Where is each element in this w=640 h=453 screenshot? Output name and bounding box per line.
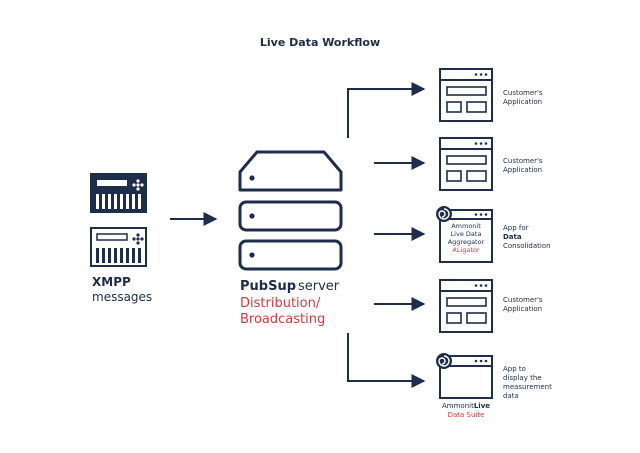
target-3-label: App for Data Consolidation (503, 224, 551, 251)
aligator-line2: Live Data (450, 230, 482, 238)
app-window-icon-1 (439, 68, 493, 122)
live-suite-name: Data Suite (447, 411, 485, 419)
aligator-brand: Ammonit (451, 222, 481, 230)
live-suite-brand: Ammonit (441, 402, 474, 410)
target-2-line2: Application (503, 166, 543, 174)
aligator-inner-text: Ammonit Live Data Aggregator ALigator (441, 222, 491, 254)
app-window-icon-2 (439, 137, 493, 191)
target-1-label: Customer's Application (503, 89, 543, 107)
target-4-label: Customer's Application (503, 296, 543, 314)
ammonit-logo-icon (436, 206, 452, 222)
target-5-line2: display the (503, 374, 542, 382)
server-name-bold: PubSup (240, 279, 297, 294)
xmpp-dark-device-icon (90, 173, 147, 213)
server-led-icons (249, 175, 255, 258)
xmpp-light-device-icon (90, 227, 147, 267)
aligator-name: ALigator (452, 246, 480, 254)
target-5-label: App to display the measurement data (503, 365, 552, 401)
server-role-line1: Distribution/ (240, 296, 321, 311)
target-1-line1: Customer's (503, 89, 543, 97)
target-2-label: Customer's Application (503, 157, 543, 175)
target-5-line3: measurement (503, 383, 552, 391)
live-data-suite-window-icon (439, 355, 493, 399)
aligator-line3: Aggregator (447, 238, 485, 246)
target-5-line4: data (503, 392, 519, 400)
target-5-line1: App to (503, 365, 526, 373)
app-window-icon-4 (439, 279, 493, 333)
server-role-line2: Broadcasting (240, 312, 326, 327)
server-name-rest: server (298, 279, 340, 294)
target-4-line2: Application (503, 305, 543, 313)
arrow-to-target-1 (347, 82, 426, 138)
ammonit-logo-icon-2 (436, 353, 452, 369)
target-3-line2: Data (503, 233, 522, 241)
diagram-title: Live Data Workflow (259, 36, 381, 49)
target-4-line1: Customer's (503, 296, 543, 304)
xmpp-label: XMPP (92, 275, 131, 289)
target-3-line1: App for (503, 224, 529, 232)
messages-label: messages (92, 290, 153, 304)
arrow-to-target-5 (347, 333, 426, 388)
server-stack-icon (238, 150, 343, 271)
target-1-line2: Application (503, 98, 543, 106)
target-2-line1: Customer's (503, 157, 543, 165)
target-3-line3: Consolidation (503, 242, 551, 250)
live-suite-brand-bold: Live (473, 402, 490, 410)
live-suite-caption: AmmonitLive Data Suite (430, 402, 502, 420)
